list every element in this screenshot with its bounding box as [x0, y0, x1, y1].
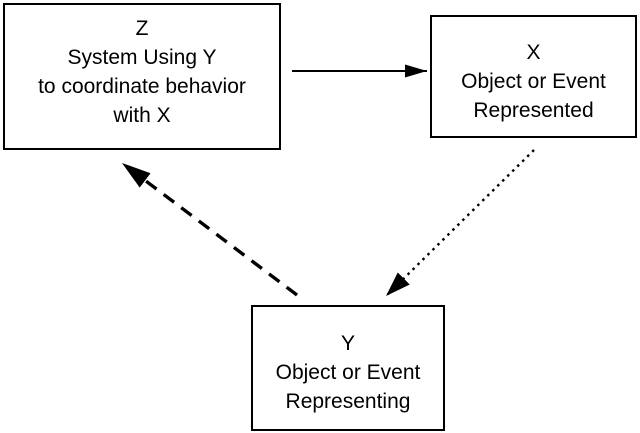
node-z-title: Z [135, 16, 149, 40]
node-x-line: Represented [473, 98, 594, 122]
arrow-y-to-z [120, 161, 299, 297]
node-z-line: with X [113, 103, 171, 127]
arrow-x-to-y [385, 149, 535, 297]
node-y-line: Representing [285, 390, 411, 413]
node-x-title: X [526, 40, 541, 64]
node-z-line: System Using Y [67, 45, 217, 69]
node-y-title: Y [340, 332, 355, 355]
node-x-object-represented: X Object or Event Represented [430, 15, 637, 138]
node-x-line: Object or Event [461, 69, 606, 93]
node-y-line: Object or Event [275, 361, 421, 384]
node-y-object-representing: Y Object or Event Representing [251, 305, 445, 431]
node-z-line: to coordinate behavior [38, 74, 246, 98]
node-z-system: Z System Using Y to coordinate behavior … [3, 3, 281, 150]
